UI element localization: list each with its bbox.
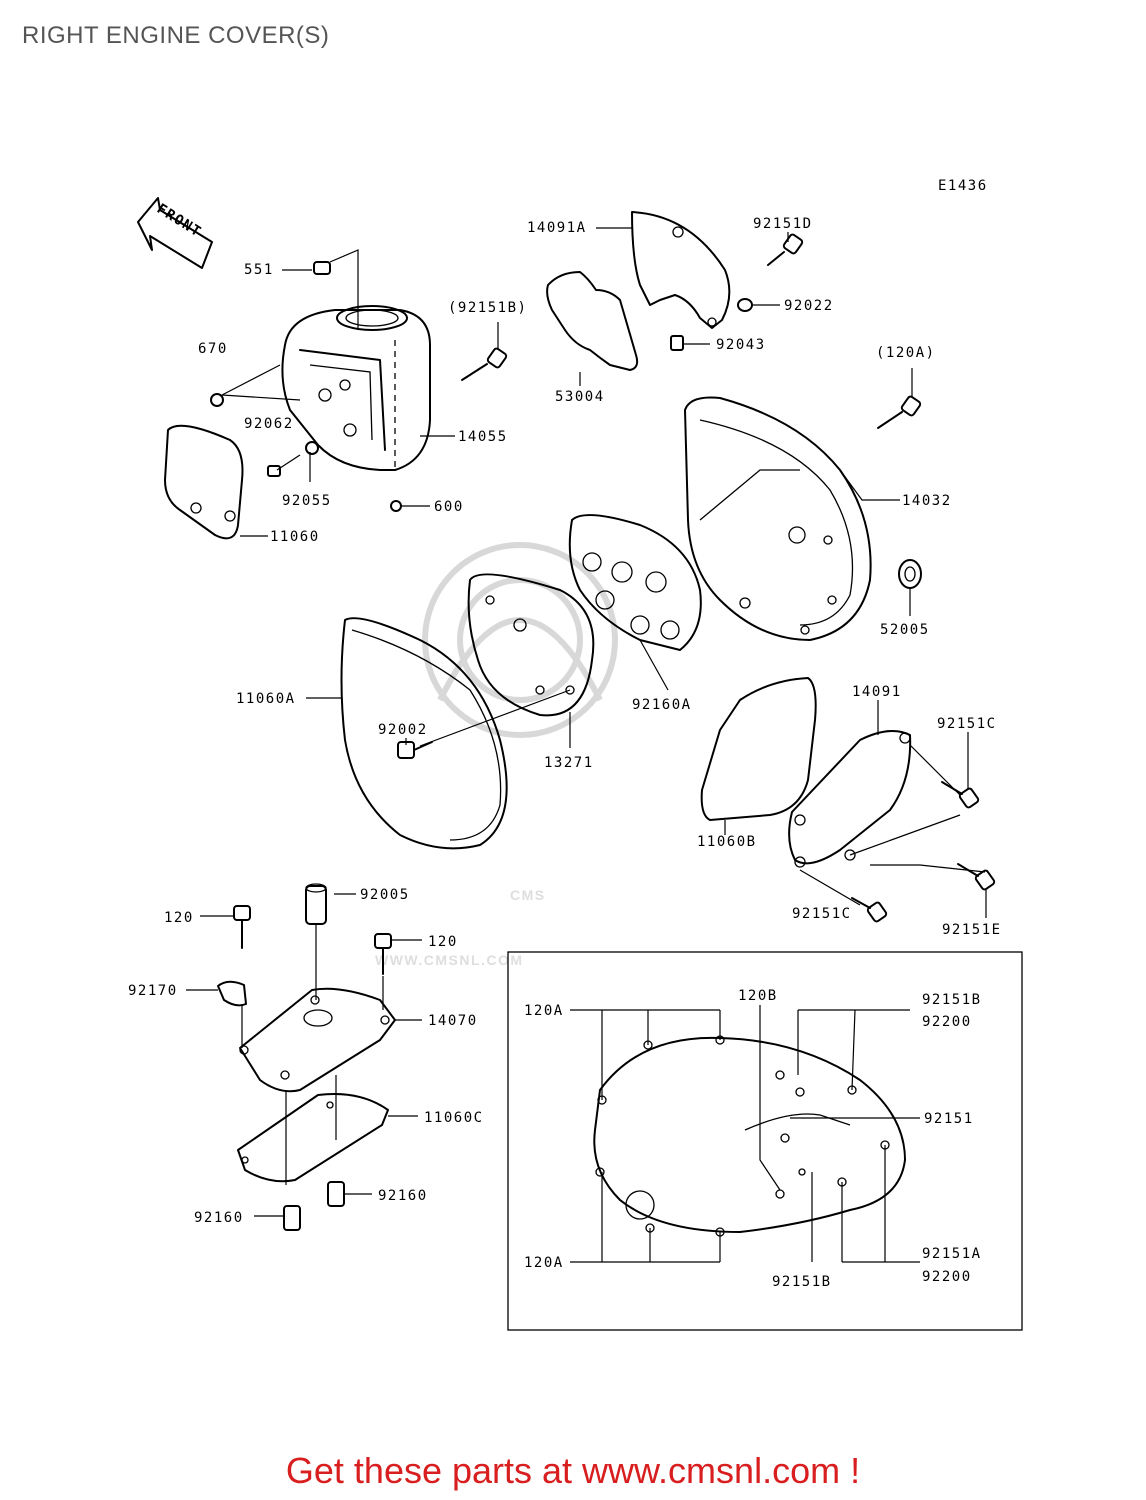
diagram-code: E1436	[938, 178, 988, 194]
watermark-url: WWW.CMSNL.COM	[375, 952, 524, 968]
part-92062-pin	[267, 465, 281, 477]
part-13271-plate	[467, 573, 595, 717]
label-92160A: 92160A	[632, 697, 692, 713]
part-92160-dowel-right	[327, 1181, 345, 1207]
part-92002-bolt	[397, 741, 433, 759]
part-92055-oring	[305, 441, 319, 455]
parts-diagram: CMS WWW.CMSNL.COM E1436 FRONT	[128, 178, 1023, 1331]
part-92151C-bolt-bottom	[851, 897, 888, 923]
label-14091A: 14091A	[527, 220, 587, 236]
label-92151D: 92151D	[753, 216, 813, 232]
label-120A-paren: (120A)	[876, 345, 936, 361]
label-92170: 92170	[128, 983, 178, 999]
label-11060C: 11060C	[424, 1110, 484, 1126]
label-600: 600	[434, 499, 464, 515]
part-92151E-bolt	[957, 863, 996, 891]
part-53004-gasket	[546, 271, 639, 371]
label-92160-right: 92160	[378, 1188, 428, 1204]
inset-frame	[507, 951, 1023, 1331]
part-14091-cover	[788, 730, 912, 868]
label-670: 670	[198, 341, 228, 357]
inset-label-92151: 92151	[924, 1111, 974, 1127]
label-92151C-top: 92151C	[937, 716, 997, 732]
part-11060A-gasket	[340, 617, 508, 850]
label-14055: 14055	[458, 429, 508, 445]
part-92043-collar	[670, 335, 684, 351]
inset-label-120A-top: 120A	[524, 1003, 564, 1019]
inset-label-92151B-top: 92151B	[922, 992, 982, 1008]
label-92043: 92043	[716, 337, 766, 353]
page-title: RIGHT ENGINE COVER(S)	[22, 22, 330, 49]
part-120-bolt-right	[374, 933, 392, 975]
label-52005: 52005	[880, 622, 930, 638]
label-120-left: 120	[164, 910, 194, 926]
label-92151C-bottom: 92151C	[792, 906, 852, 922]
part-92160A-plate	[568, 514, 702, 651]
label-92062: 92062	[244, 416, 294, 432]
part-11060B-gasket	[700, 677, 817, 821]
part-600-ball	[390, 500, 402, 512]
part-92022-washer	[737, 298, 753, 312]
part-551-dowel	[313, 261, 331, 275]
part-670-oring	[210, 393, 224, 407]
label-92022: 92022	[784, 298, 834, 314]
label-14091: 14091	[852, 684, 902, 700]
part-14091A-cover	[631, 211, 731, 329]
part-92151B-bolt	[461, 347, 508, 381]
footer-link-text[interactable]: Get these parts at www.cmsnl.com !	[285, 1450, 861, 1491]
part-92151D-bolt	[767, 233, 804, 266]
label-14070: 14070	[428, 1013, 478, 1029]
part-14070-cover	[239, 987, 396, 1093]
label-11060A: 11060A	[236, 691, 296, 707]
label-14032: 14032	[902, 493, 952, 509]
front-arrow-label: FRONT	[154, 201, 205, 241]
label-13271: 13271	[544, 755, 594, 771]
part-120A-bolt	[877, 395, 922, 429]
label-92055: 92055	[282, 493, 332, 509]
inset-label-92151A: 92151A	[922, 1246, 982, 1262]
part-14055-housing	[281, 305, 431, 471]
label-92160-left: 92160	[194, 1210, 244, 1226]
label-53004: 53004	[555, 389, 605, 405]
label-120-right: 120	[428, 934, 458, 950]
label-11060: 11060	[270, 529, 320, 545]
inset-labels: 120A 120B 92151B 92200 92151 120A 92151B…	[524, 988, 982, 1290]
inset-label-120B: 120B	[738, 988, 778, 1004]
inset-label-92151B-bottom: 92151B	[772, 1274, 832, 1290]
part-labels: 551 670 92062 92055 11060 14055 600 (921…	[128, 216, 1002, 1226]
part-92151C-bolt-top	[941, 781, 980, 809]
part-92005-collar	[305, 883, 327, 925]
label-92151E: 92151E	[942, 922, 1002, 938]
part-92170-clamp	[217, 980, 247, 1007]
part-11060-gasket	[164, 424, 244, 540]
inset-cover-outline	[593, 1035, 906, 1237]
label-11060B: 11060B	[697, 834, 757, 850]
part-52005-seal	[898, 559, 922, 589]
label-92002: 92002	[378, 722, 428, 738]
part-92160-dowel-left	[283, 1205, 301, 1231]
inset-label-92200-bottom: 92200	[922, 1269, 972, 1285]
part-14032-cover	[684, 396, 872, 641]
part-120-bolt-left	[233, 905, 251, 949]
inset-label-120A-bottom: 120A	[524, 1255, 564, 1271]
label-551: 551	[244, 262, 274, 278]
label-92005: 92005	[360, 887, 410, 903]
watermark-main: CMS	[510, 887, 546, 903]
part-11060C-gasket	[237, 1093, 389, 1183]
inset-label-92200-top: 92200	[922, 1014, 972, 1030]
watermark: CMS WWW.CMSNL.COM	[375, 542, 618, 968]
label-92151B-paren: (92151B)	[448, 300, 527, 316]
front-arrow-icon: FRONT	[137, 197, 213, 269]
